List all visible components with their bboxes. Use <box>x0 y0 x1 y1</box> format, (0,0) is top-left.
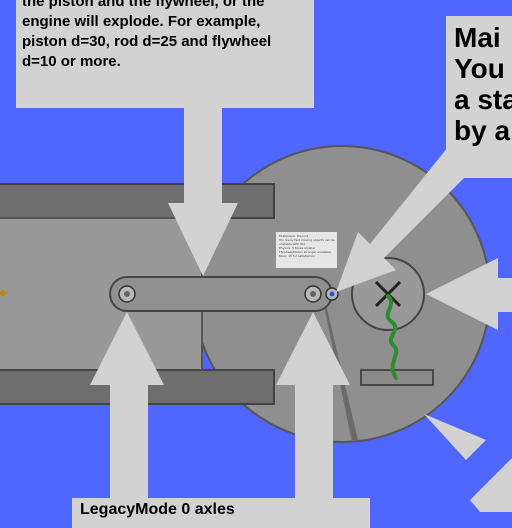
mini-note-line: Too many fast moving objects can be <box>279 238 335 242</box>
mini-info-note: Multiplayer Discord Too many fast moving… <box>276 232 337 268</box>
mini-note-line: Moon 15 for satisfaction <box>279 254 316 258</box>
main-hint-line: a sta <box>454 84 512 115</box>
main-hint-line: You <box>454 53 505 84</box>
main-hint-line: by a <box>454 115 511 146</box>
pivot-icon[interactable] <box>118 285 136 303</box>
mini-note-line: Multiplayer Discord <box>279 234 308 238</box>
mini-note-line: unstable with the <box>279 242 306 246</box>
mini-note-line: Physics: 5 times smaller <box>279 246 316 250</box>
legacy-mode-callout: LegacyMode 0 axles <box>72 498 370 528</box>
main-hint-line: Mai <box>454 22 501 53</box>
mini-note-line: Flywheel/Motor: stronger available <box>279 250 331 254</box>
pivot-icon[interactable] <box>304 285 322 303</box>
piston-hint-text: the piston and the flywheel, or the engi… <box>22 0 272 70</box>
pivot-icon[interactable] <box>325 287 339 301</box>
piston-hint-callout: the piston and the flywheel, or the engi… <box>16 0 314 108</box>
spring-icon[interactable] <box>385 294 399 380</box>
arrow-icon <box>90 108 512 512</box>
sparkle-icon <box>0 290 8 296</box>
engine-scene <box>0 108 512 512</box>
main-hint-callout: Mai You a sta by a <box>446 16 512 178</box>
connecting-rod[interactable] <box>109 276 333 312</box>
legacy-mode-text: LegacyMode 0 axles <box>80 501 235 518</box>
